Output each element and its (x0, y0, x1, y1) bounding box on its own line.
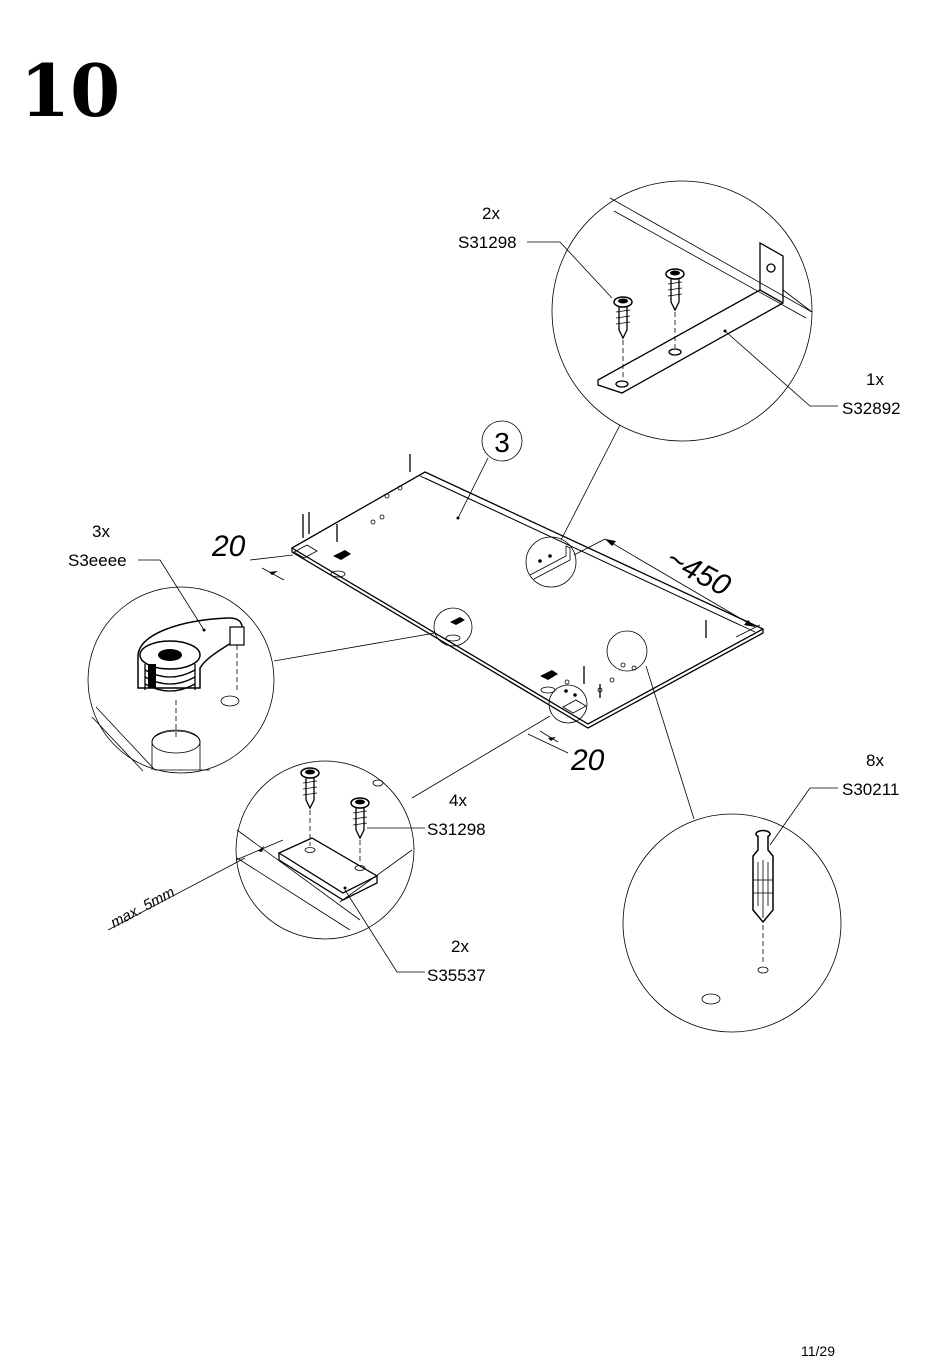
bracket-qty: 1x (866, 370, 884, 389)
dowels-code: S30211 (842, 780, 899, 799)
page-number: 11/29 (801, 1343, 835, 1359)
svg-text:3: 3 (494, 427, 510, 458)
cam-lock-icon (137, 617, 245, 738)
step-number: 10 (20, 48, 120, 133)
left-offset-dimension: 20 (211, 530, 246, 563)
main-panel (290, 454, 765, 729)
plate-screws-code: S31298 (427, 820, 486, 839)
screw-icon (665, 268, 685, 348)
cam-lock-detail-view (87, 559, 473, 774)
right-offset-dimension: 20 (570, 744, 605, 777)
dimension-lines (249, 538, 761, 754)
plate-screws-qty: 4x (449, 791, 467, 810)
screw-icon (300, 767, 320, 846)
dowel-detail-view (606, 630, 842, 1033)
part-number-callout: 3 (456, 420, 523, 520)
cam-lock-code: S3eeee (68, 551, 127, 570)
bracket-detail-view (525, 180, 838, 588)
plates-code: S35537 (427, 966, 486, 985)
bracket-screws-qty: 2x (482, 204, 500, 223)
plates-qty: 2x (451, 937, 469, 956)
dowel-icon (752, 829, 774, 964)
bracket-code: S32892 (842, 399, 901, 418)
plate-detail-view (107, 684, 588, 973)
cam-lock-qty: 3x (92, 522, 110, 541)
max-gap-dimension: max. 5mm (108, 884, 178, 932)
dowels-qty: 8x (866, 751, 884, 770)
screw-icon (350, 797, 370, 864)
bracket-screws-code: S31298 (458, 233, 517, 252)
screw-icon (613, 296, 633, 378)
